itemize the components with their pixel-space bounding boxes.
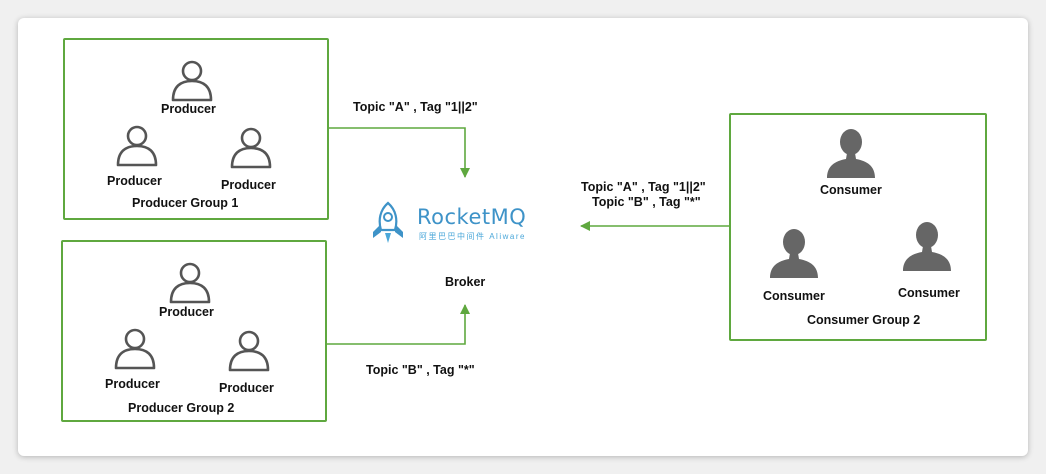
producer-label: Producer — [221, 178, 276, 192]
consumer-filled-icon — [770, 229, 818, 278]
producer-label: Producer — [159, 305, 214, 319]
producer-label: Producer — [107, 174, 162, 188]
group1-subscription: Topic "A" , Tag "1||2" — [353, 100, 478, 114]
broker-logo-text: RocketMQ — [417, 205, 527, 229]
broker-logo-subtitle: 阿里巴巴中间件 Aliware — [419, 232, 526, 241]
group2-subscription: Topic "B" , Tag "*" — [366, 363, 475, 377]
consumer-filled-icon — [827, 129, 875, 178]
broker-label: Broker — [445, 275, 486, 289]
consumer-subscription-line2: Topic "B" , Tag "*" — [592, 195, 701, 209]
producer-outline-icon — [169, 262, 211, 304]
group2-to-broker-arrow — [325, 304, 470, 345]
consumer-filled-icon — [903, 222, 951, 271]
producer-label: Producer — [161, 102, 216, 116]
consumer-label: Consumer — [763, 289, 825, 303]
producer-group-1 — [63, 38, 329, 220]
producer-outline-icon — [114, 328, 156, 370]
producer-label: Producer — [219, 381, 274, 395]
producer-group-2 — [61, 240, 327, 422]
producer-group-2-title: Producer Group 2 — [128, 401, 235, 415]
producer-outline-icon — [171, 60, 213, 102]
group1-to-broker-arrow — [327, 127, 470, 178]
rocket-icon — [373, 201, 403, 243]
consumer-group-2-title: Consumer Group 2 — [807, 313, 921, 327]
consumer-label: Consumer — [820, 183, 882, 197]
producer-outline-icon — [228, 330, 270, 372]
producer-outline-icon — [230, 127, 272, 169]
producer-group-1-title: Producer Group 1 — [132, 196, 239, 210]
consumer-subscription-line1: Topic "A" , Tag "1||2" — [581, 180, 706, 194]
consumer-label: Consumer — [898, 286, 960, 300]
producer-label: Producer — [105, 377, 160, 391]
producer-outline-icon — [116, 125, 158, 167]
